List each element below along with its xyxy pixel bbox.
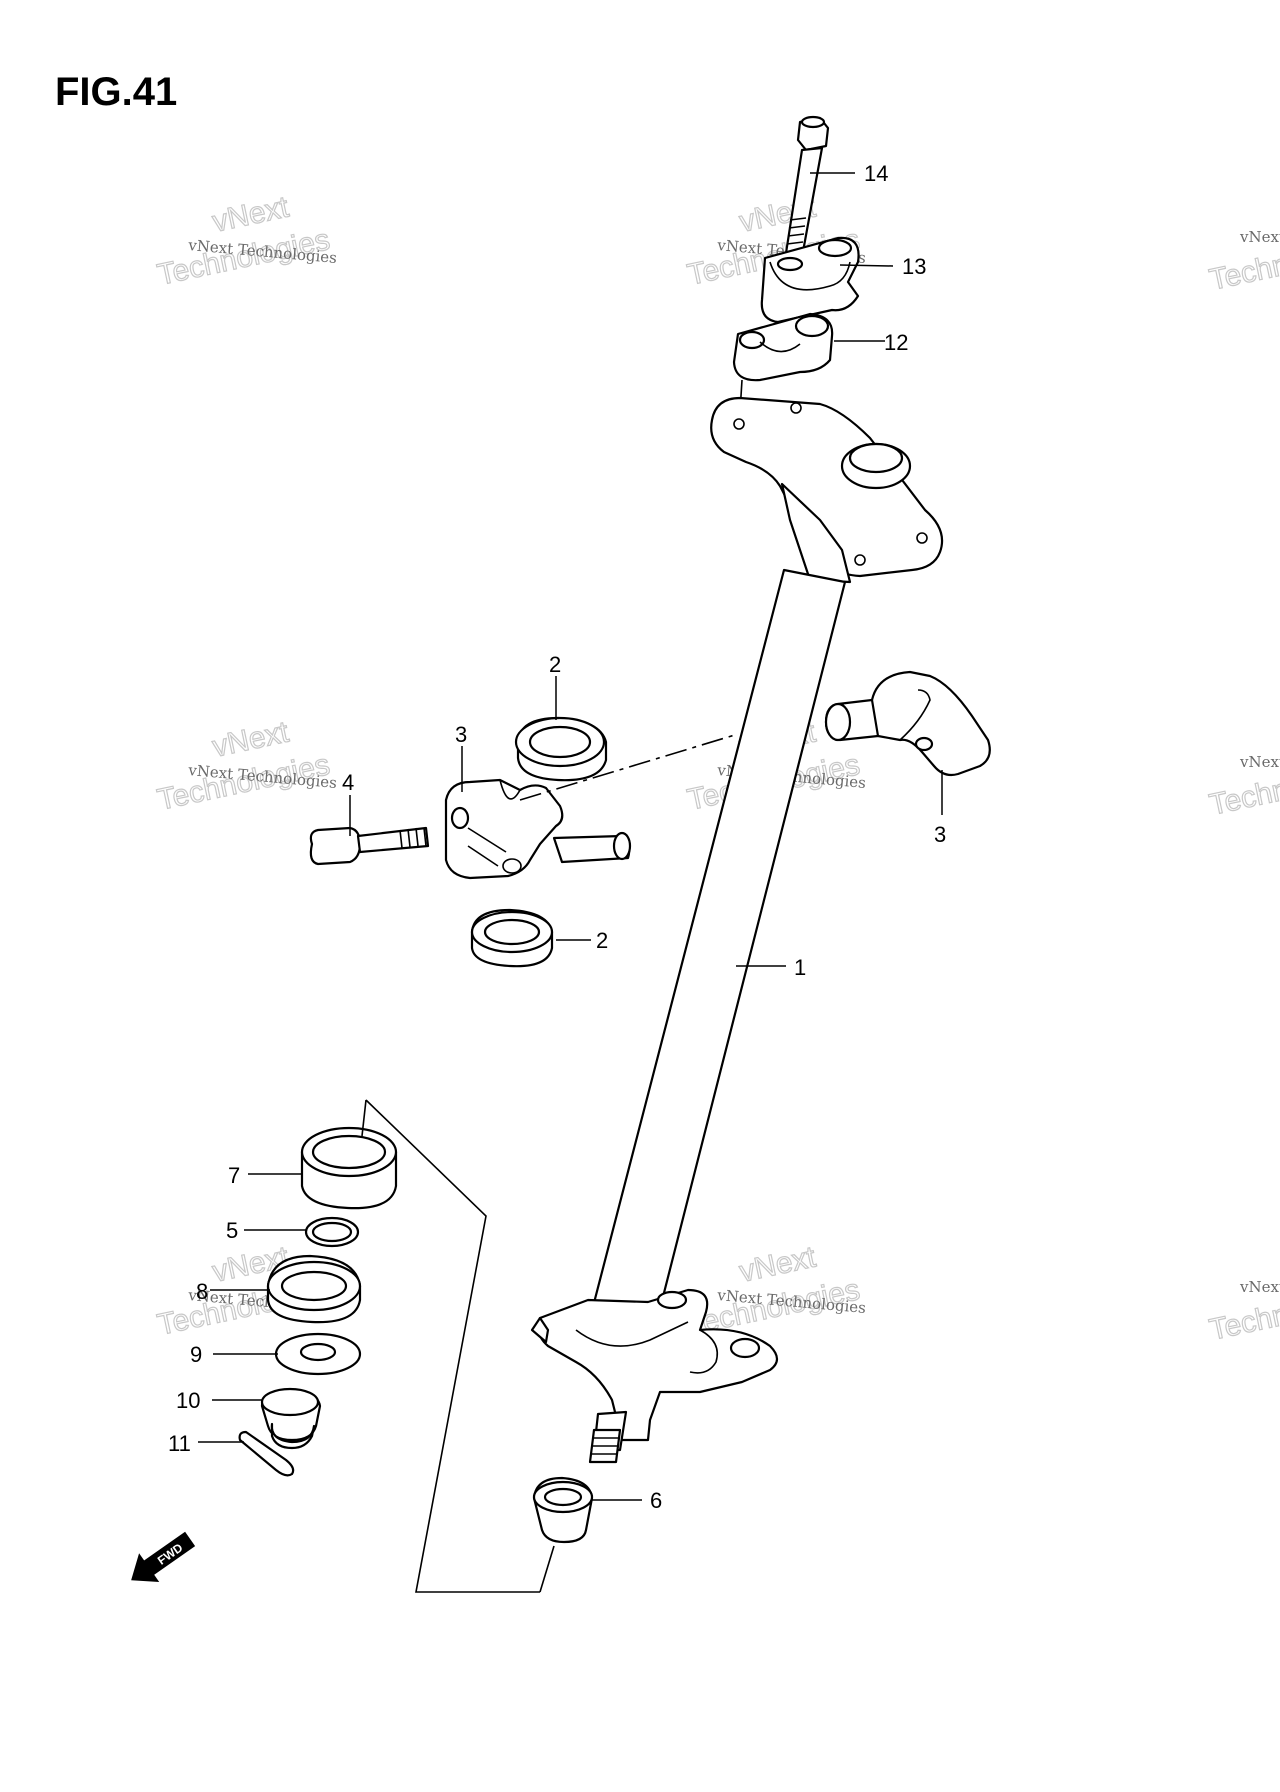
watermark-edge-1: Technologies vNext	[1206, 228, 1280, 298]
callout-13: 13	[902, 254, 926, 279]
svg-text:vNext: vNext	[1239, 228, 1280, 246]
callout-6: 6	[650, 1488, 662, 1513]
callout-7: 7	[228, 1163, 240, 1188]
fwd-arrow-icon: FWD	[131, 1531, 196, 1582]
part-2-upper-ring	[514, 716, 608, 782]
callout-14: 14	[864, 161, 888, 186]
part-12-lower-clamp	[732, 312, 834, 413]
part-1-steering-shaft	[530, 396, 944, 1464]
callout-11: 11	[168, 1431, 191, 1456]
watermark-edge-3: Technologies vNext	[1206, 1278, 1280, 1348]
part-7-bearing-housing	[300, 1126, 398, 1210]
part-6-lower-bushing	[532, 1476, 594, 1544]
leader-lines	[198, 172, 943, 1501]
callout-2-upper: 2	[549, 652, 561, 677]
callout-4: 4	[342, 770, 354, 795]
part-10-castle-nut	[260, 1387, 322, 1450]
part-4-bolt	[309, 826, 430, 866]
callout-10: 10	[176, 1388, 200, 1413]
watermark-6: Technologies vNext vNext Technologies	[684, 1240, 867, 1343]
svg-text:vNext: vNext	[210, 715, 293, 763]
callout-8: 8	[196, 1279, 208, 1304]
part-8-bushing	[266, 1254, 362, 1324]
part-9-washer	[274, 1332, 362, 1376]
callout-9: 9	[190, 1342, 202, 1367]
callout-5: 5	[226, 1218, 238, 1243]
callout-3-left: 3	[455, 722, 467, 747]
svg-text:vNext: vNext	[737, 1240, 820, 1288]
svg-text:vNext: vNext	[1239, 753, 1280, 771]
svg-text:vNext: vNext	[210, 190, 293, 238]
figure-title: FIG.41	[55, 70, 178, 114]
part-3-left-clamp	[444, 778, 632, 880]
callout-3-right: 3	[934, 822, 946, 847]
callout-labels: 14 13 12 2 3 4 3 2 1 7 5 8 9 10 11 6	[168, 161, 946, 1513]
callout-1: 1	[794, 955, 806, 980]
callout-12: 12	[884, 330, 908, 355]
part-5-o-ring	[304, 1216, 360, 1248]
watermark-3: Technologies vNext vNext Technologies	[154, 715, 338, 818]
part-2-lower-ring	[470, 908, 554, 968]
part-11-cotter-pin	[238, 1430, 295, 1477]
watermark-edge-2: Technologies vNext	[1206, 753, 1280, 823]
svg-text:vNext: vNext	[1239, 1278, 1280, 1296]
part-3-right-clamp	[824, 670, 991, 777]
callout-2-lower: 2	[596, 928, 608, 953]
part-13-upper-clamp	[760, 236, 860, 324]
watermark-1: Technologies vNext vNext Technologies	[154, 190, 338, 293]
assembly-lines	[361, 733, 739, 1593]
